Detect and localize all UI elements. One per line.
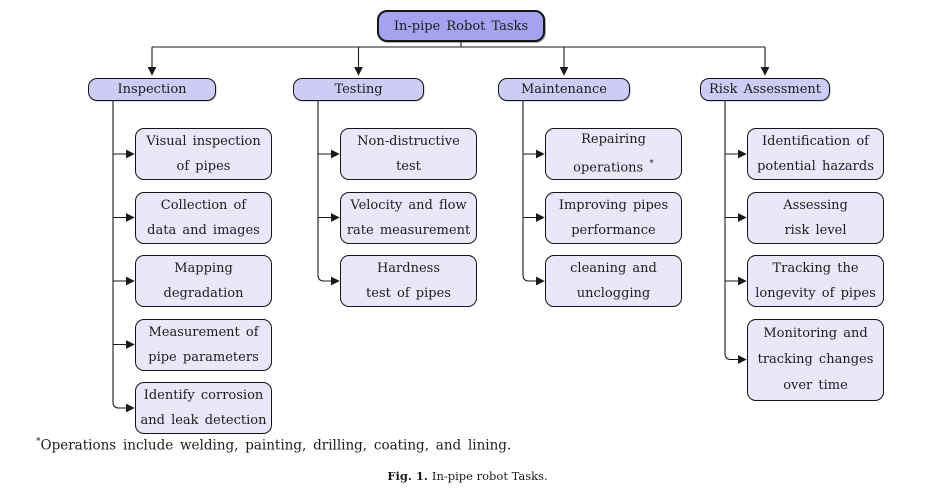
node-line: Velocity and flow [350,197,467,213]
node-line: Measurement of [148,324,259,340]
branch-label: Risk Assessment [708,82,821,97]
caption-text: In-pipe robot Tasks. [431,469,548,483]
node-monitoring-and-tracking-changes-over-time: Monitoring and tracking changes over time [747,318,884,401]
node-line: data and images [147,222,260,238]
node-line: of pipes [176,159,231,174]
figure-caption: Fig. 1.In-pipe robot Tasks. [0,469,935,483]
node-improving-pipes-performance: Improving pipes performance [545,191,682,244]
node-line: performance [571,222,656,238]
node-line: potential hazards [757,159,874,174]
node-non-distructive-test: Non-distructive test [340,128,477,180]
node-visual-inspection-of-pipes: Visual inspection of pipes [135,128,272,180]
node-line: Non-distructive [357,134,460,149]
node-branch-testing: Testing [293,78,424,101]
root-label: In-pipe Robot Tasks [393,18,529,34]
node-cleaning-and-unclogging: cleaning and unclogging [545,255,682,307]
node-line: tracking changes [757,351,874,367]
node-line: Repairing [581,132,646,148]
node-line: Improving pipes [558,197,669,213]
node-line: operations * [573,159,654,176]
footnote-text: Operations include welding, painting, dr… [40,437,512,454]
node-line: Hardness [376,261,441,276]
node-line: unclogging [576,286,651,301]
caption-label: Fig. 1. [387,469,428,483]
node-line: Visual inspection [146,134,261,149]
branch-label: Inspection [117,82,187,97]
node-collection-of-data-and-images: Collection of data and images [135,191,272,244]
node-line: rate measurement [346,222,471,238]
node-assessing-risk-level: Assessing risk level [747,191,884,244]
node-identification-of-potential-hazards: Identification of potential hazards [747,128,884,180]
branch-label: Maintenance [521,82,607,97]
node-line: Collection of [160,197,247,213]
node-mapping-degradation: Mapping degradation [135,255,272,307]
node-measurement-of-pipe-parameters: Measurement of pipe parameters [135,318,272,371]
node-tracking-the-longevity-of-pipes: Tracking the longevity of pipes [747,255,884,307]
node-root: In-pipe Robot Tasks [377,10,545,42]
node-repairing-operations: Repairing operations * [545,128,682,180]
node-line: Assessing [783,197,848,213]
node-hardness-test-of-pipes: Hardness test of pipes [340,255,477,307]
node-branch-maintenance: Maintenance [498,78,630,101]
node-line: test [396,159,421,174]
node-line: pipe parameters [148,349,259,365]
node-line: Identification of [762,134,869,149]
node-line: Identify corrosion [143,388,264,403]
branch-label: Testing [334,82,383,97]
node-identify-corrosion-and-leak-detection: Identify corrosion and leak detection [135,382,272,434]
node-line: cleaning and [570,261,657,276]
node-line: Monitoring and [763,325,868,341]
node-line: Mapping [174,261,233,276]
footnote-marker: * [36,437,41,447]
node-line: risk level [784,222,847,238]
node-line: test of pipes [366,286,451,301]
node-velocity-and-flow-rate-measurement: Velocity and flow rate measurement [340,191,477,244]
node-branch-inspection: Inspection [88,78,216,101]
node-line: longevity of pipes [755,286,876,301]
node-line: degradation [163,286,244,301]
node-line: and leak detection [140,413,267,428]
footnote: *Operations include welding, painting, d… [36,437,511,454]
asterisk-marker: * [649,159,654,170]
node-line: over time [783,377,848,393]
node-line: Tracking the [772,261,859,276]
node-branch-risk-assessment: Risk Assessment [700,78,830,101]
